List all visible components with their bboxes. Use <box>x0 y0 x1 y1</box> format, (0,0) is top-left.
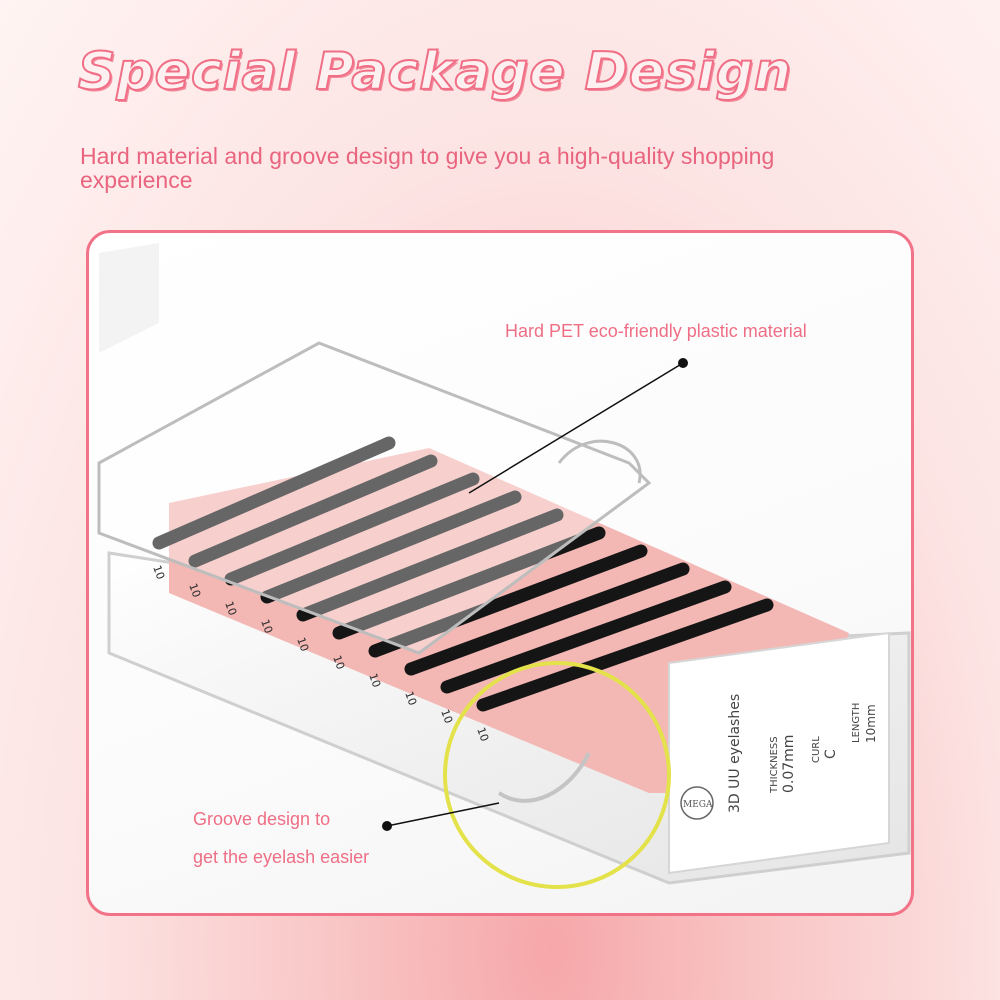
lash-strip <box>260 490 522 604</box>
groove-callout-line <box>386 802 500 827</box>
row-length-label: 10 <box>222 600 239 618</box>
groove-callout-line1: Groove design to <box>193 809 331 829</box>
row-length-label: 10 <box>330 654 347 672</box>
groove-callout-dot <box>382 821 392 831</box>
lash-strip <box>152 436 396 550</box>
row-length-label: 10 <box>474 726 491 744</box>
row-length-label: 10 <box>402 690 419 708</box>
curl-label: CURL <box>811 736 822 763</box>
row-length-label: 10 <box>366 672 383 690</box>
base-groove <box>497 752 591 803</box>
material-callout: Hard PET eco-friendly plastic material <box>505 321 807 341</box>
holder-groove <box>557 439 642 484</box>
row-labels: 10 10 10 10 10 10 10 10 10 10 <box>150 564 491 744</box>
row-length-label: 10 <box>438 708 455 726</box>
material-callout-dot <box>678 358 688 368</box>
row-length-label: 10 <box>258 618 275 636</box>
lash-tray-illustration: 10 10 10 10 10 10 10 10 10 10 3D UU eyelashes THI… <box>97 243 911 889</box>
brand-logo <box>680 786 714 820</box>
thickness-label: THICKNESS <box>769 736 780 794</box>
lash-strip <box>332 526 606 640</box>
product-panel: 10 10 10 10 10 10 10 10 10 10 3D UU eyelashes THI… <box>86 230 914 916</box>
row-length-label: 10 <box>186 582 203 600</box>
page-subtitle: Hard material and groove design to give … <box>80 143 775 193</box>
lash-strip <box>224 472 480 586</box>
lash-strip <box>476 598 774 712</box>
row-length-label: 10 <box>294 636 311 654</box>
thickness-value: 0.07mm <box>781 735 797 793</box>
page-title: Special Package Design <box>77 41 793 103</box>
lash-strips <box>152 436 774 712</box>
lash-strip <box>404 562 690 676</box>
lash-strip <box>368 544 648 658</box>
row-length-label: 10 <box>150 564 167 582</box>
lash-strip <box>440 580 732 694</box>
brand-logo-text: MEGA <box>683 800 713 810</box>
lash-strip <box>296 508 564 622</box>
groove-callout-line2: get the eyelash easier <box>193 847 370 867</box>
curl-value: C <box>823 749 839 759</box>
length-value: 10mm <box>864 704 878 743</box>
product-name: 3D UU eyelashes <box>727 694 743 813</box>
lash-strip <box>188 454 438 568</box>
product-label-card <box>668 631 890 875</box>
tray-lid <box>99 243 159 353</box>
groove-highlight-ring <box>443 661 671 889</box>
inner-holder <box>97 341 652 655</box>
material-callout-line <box>468 362 684 494</box>
length-label: LENGTH <box>851 703 862 743</box>
